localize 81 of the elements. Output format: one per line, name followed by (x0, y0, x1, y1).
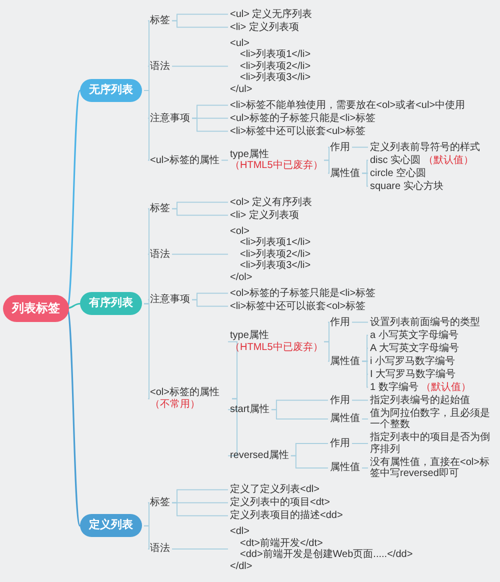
branch-label: disc 实心圆 （默认值） (370, 154, 474, 166)
branch-label: 属性值 (330, 462, 360, 474)
connector-line (172, 20, 228, 28)
connector-line (172, 208, 228, 216)
connector-line (362, 360, 368, 388)
branch-label: reversed属性 (230, 450, 289, 462)
branch-label: 语法 (150, 543, 170, 555)
connector-line (290, 455, 328, 468)
branch-label: <ul> 定义无序列表 (230, 8, 312, 20)
branch-label: <ol> 定义有序列表 (230, 196, 312, 208)
connector-line (352, 146, 368, 148)
code-snippet: <ul> <li>列表项1</li> <li>列表项2</li> <li>列表项3</li> </ul> (230, 38, 311, 95)
branch-label: type属性 （HTML5中已废弃） (230, 330, 322, 354)
branch-label: 标签 (150, 15, 170, 26)
branch-label: 属性值 (330, 168, 360, 179)
branch-label: 作用 (330, 316, 350, 328)
branch-label: 设置列表前面编号的类型 (370, 316, 480, 328)
branch-label: square 实心方块 (370, 180, 444, 192)
connector-line (228, 398, 238, 456)
branch-label: 没有属性值，直接在<ol>标签中写reversed即可 (370, 456, 497, 480)
connector-line (362, 418, 368, 420)
connector-line (192, 118, 228, 132)
branch-label: <ol>标签的子标签只能是<li>标签 (230, 288, 376, 299)
connector-line (66, 302, 80, 309)
branch-label: <li> 定义列表项 (230, 210, 299, 221)
connector-line (172, 66, 228, 67)
connector-line (172, 254, 228, 255)
code-snippet: <ol> <li>列表项1</li> <li>列表项2</li> <li>列表项3</li> </ol> (230, 226, 311, 283)
branch-label: 指定列表中的项目是否为倒序排列 (370, 432, 497, 455)
branch-label: <li> 定义列表项 (230, 22, 299, 33)
connector-line (220, 160, 228, 161)
topic-pill: 定义列表 (80, 514, 142, 538)
branch-label: 作用 (330, 394, 350, 406)
branch-label: 定义列表前导符号的样式 (370, 142, 480, 153)
connector-line (324, 160, 330, 174)
connector-line (352, 400, 368, 401)
branch-label: 语法 (150, 60, 170, 72)
connector-line (324, 341, 330, 362)
connector-line (172, 502, 228, 516)
branch-label: 作用 (330, 142, 350, 153)
branch-label: <li>标签不能单独使用，需要放在<ol>或者<ul>中使用 (230, 100, 466, 111)
branch-label: 属性值 (330, 356, 360, 367)
branch-label: 注意事项 (150, 112, 190, 124)
connector-line (172, 548, 228, 550)
connector-line (352, 322, 368, 323)
connector-line (228, 341, 238, 400)
branch-label: i 小写罗马数字编号 (370, 356, 455, 367)
connector-line (192, 299, 228, 307)
topic-pill: 有序列表 (80, 292, 142, 316)
branch-label: 值为阿拉伯数字，且必须是一个整数 (370, 408, 497, 430)
connector-line (352, 443, 368, 444)
branch-label: 指定列表编号的起始值 (370, 394, 470, 406)
branch-label: 属性值 (330, 413, 360, 425)
code-snippet: <dl> <dt>前端开发</dt> <dd>前端开发是创建Web页面.....</dd> </dl> (230, 526, 413, 572)
branch-label: 语法 (150, 248, 170, 260)
branch-label: 1 数字编号 （默认值） (370, 382, 472, 393)
branch-label: 定义列表中的项目<dt> (230, 497, 330, 508)
connector-line (144, 303, 150, 400)
connector-line (144, 525, 150, 550)
branch-label: circle 空心圆 (370, 168, 426, 179)
branch-label: <ol>标签的属性 （不常用） (150, 387, 230, 410)
topic-pill: 无序列表 (80, 79, 142, 102)
branch-label: 注意事项 (150, 294, 190, 306)
connector-line (362, 172, 368, 187)
branch-label: I 大写罗马数字编号 (370, 368, 456, 380)
branch-label: A 大写英文字母编号 (370, 342, 459, 354)
branch-label: type属性 （HTML5中已废弃） (230, 148, 322, 172)
root-topic: 列表标签 (3, 294, 69, 322)
branch-label: <li>标签中还可以嵌套<ol>标签 (230, 300, 366, 312)
branch-label: 作用 (330, 438, 350, 450)
branch-label: a 小写英文字母编号 (370, 330, 458, 341)
branch-label: <ul>标签的属性 (150, 154, 220, 166)
connector-line (144, 90, 150, 161)
branch-label: 定义列表项目的描述<dd> (230, 510, 343, 522)
branch-label: start属性 (230, 404, 270, 416)
branch-label: <ul>标签的子标签只能是<li>标签 (230, 112, 376, 124)
branch-label: 标签 (150, 203, 170, 214)
branch-label: 标签 (150, 497, 170, 508)
branch-label: <li>标签中还可以嵌套<ul>标签 (230, 126, 366, 137)
connector-line (270, 409, 328, 420)
branch-label: 定义了定义列表<dl> (230, 484, 320, 496)
